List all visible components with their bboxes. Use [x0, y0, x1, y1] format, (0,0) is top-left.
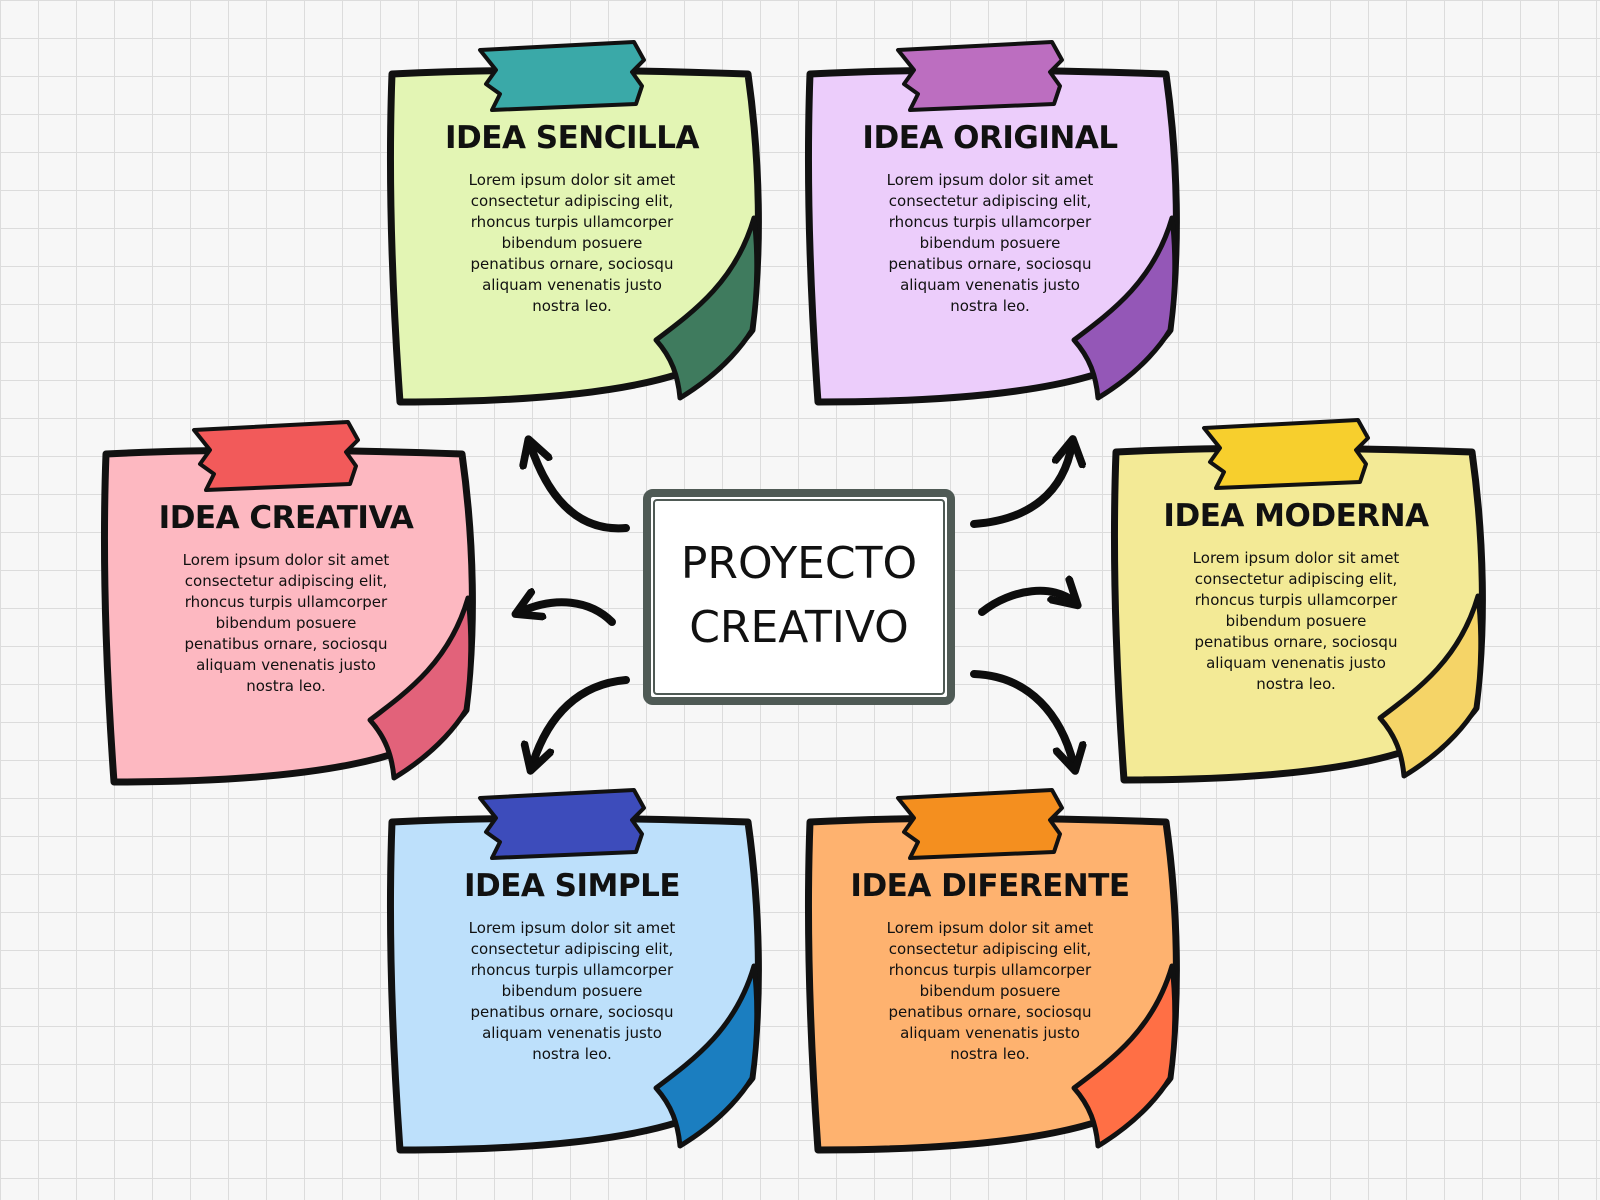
page-curl [1071, 215, 1178, 401]
arrow-to-idea-moderna [978, 591, 1074, 616]
arrow-to-idea-original [970, 444, 1072, 528]
tape [478, 788, 646, 860]
note-body: Lorem ipsum dolor sit amet consectetur a… [468, 171, 676, 315]
note-title: IDEA DIFERENTE [850, 868, 1130, 904]
note-body: Lorem ipsum dolor sit amet consectetur a… [1192, 549, 1400, 693]
page-curl [1071, 963, 1178, 1149]
page-curl [653, 963, 760, 1149]
note-idea-simple: IDEA SIMPLE Lorem ipsum dolor sit amet c… [386, 788, 766, 1154]
note-idea-moderna: IDEA MODERNA Lorem ipsum dolor sit amet … [1110, 418, 1490, 784]
page-curl [653, 215, 760, 401]
center-frame [643, 489, 955, 705]
note-idea-sencilla: IDEA SENCILLA Lorem ipsum dolor sit amet… [386, 40, 766, 406]
tape [1202, 418, 1370, 490]
tape [896, 40, 1064, 112]
tape [478, 40, 646, 112]
center-title: PROYECTO CREATIVO [680, 538, 918, 653]
tape [896, 788, 1064, 860]
note-title: IDEA SENCILLA [445, 120, 699, 156]
note-title: IDEA SIMPLE [463, 868, 681, 904]
arrow-to-idea-creativa [520, 602, 616, 626]
note-body: Lorem ipsum dolor sit amet consectetur a… [886, 171, 1094, 315]
page-curl [1377, 593, 1484, 779]
note-body: Lorem ipsum dolor sit amet consectetur a… [182, 551, 390, 695]
note-body: Lorem ipsum dolor sit amet consectetur a… [886, 919, 1094, 1063]
center-topic: PROYECTO CREATIVO [642, 488, 956, 706]
note-idea-original: IDEA ORIGINAL Lorem ipsum dolor sit amet… [804, 40, 1184, 406]
arrow-to-idea-simple [532, 676, 630, 766]
note-body: Lorem ipsum dolor sit amet consectetur a… [468, 919, 676, 1063]
note-idea-diferente: IDEA DIFERENTE Lorem ipsum dolor sit ame… [804, 788, 1184, 1154]
page-curl [367, 595, 474, 781]
note-idea-creativa: IDEA CREATIVA Lorem ipsum dolor sit amet… [100, 420, 480, 786]
tape [192, 420, 360, 492]
note-title: IDEA MODERNA [1163, 498, 1429, 534]
note-title: IDEA ORIGINAL [862, 120, 1118, 156]
arrow-to-idea-sencilla [530, 444, 630, 533]
arrow-to-idea-diferente [970, 670, 1074, 766]
note-title: IDEA CREATIVA [158, 500, 414, 536]
